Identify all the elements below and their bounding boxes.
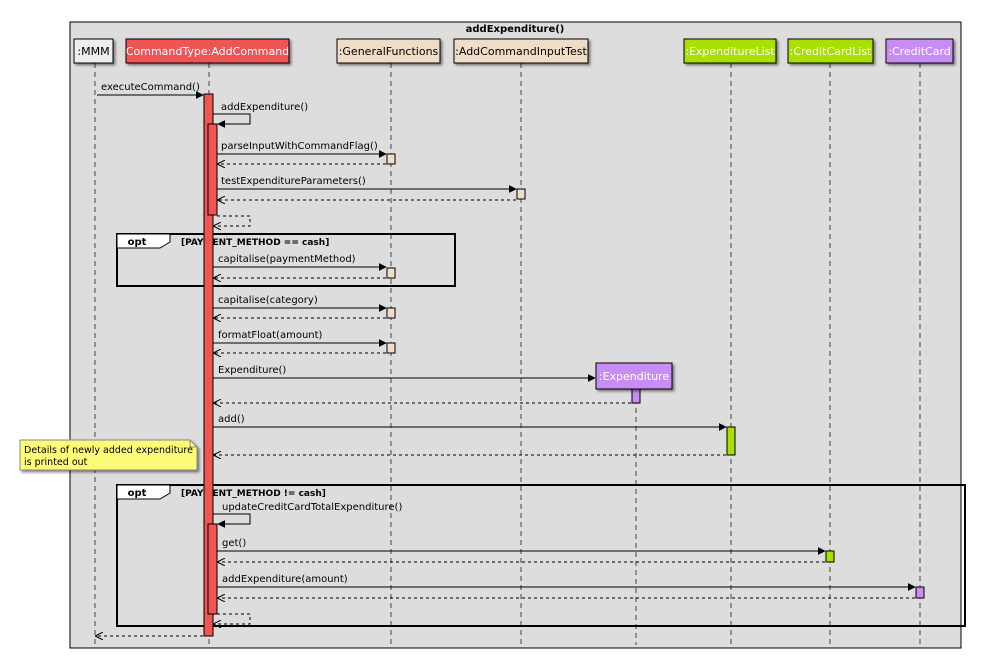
opt-fragment-not-cash-label: opt bbox=[128, 488, 147, 499]
message-update-cc-label: updateCreditCardTotalExpenditure() bbox=[222, 502, 402, 513]
message-add-label: add() bbox=[218, 414, 245, 425]
activation-gf-capitalise-category bbox=[386, 307, 396, 319]
participant-add-command-input-test: :AddCommandInputTest bbox=[453, 38, 589, 64]
activation-bars bbox=[203, 93, 925, 637]
participant-credit-card-list-label: :CreditCardList bbox=[790, 45, 872, 58]
created-object-expenditure: :Expenditure bbox=[595, 362, 673, 390]
participant-add-command-input-test-label: :AddCommandInputTest bbox=[455, 45, 587, 58]
activation-gf-format-float bbox=[386, 342, 396, 354]
activation-cmd-add-expenditure bbox=[207, 123, 218, 216]
participant-credit-card-list: :CreditCardList bbox=[787, 38, 874, 64]
message-parse-input-label: parseInputWithCommandFlag() bbox=[221, 141, 378, 152]
opt-fragment-cash-guard: [PAYMENT_METHOD == cash] bbox=[181, 238, 329, 248]
participant-expenditure-list-label: :ExpenditureList bbox=[685, 45, 775, 58]
activation-gf-capitalise-payment bbox=[386, 267, 396, 279]
participant-add-command: CommandType:AddCommand bbox=[125, 38, 290, 64]
participant-general-functions-label: :GeneralFunctions bbox=[339, 45, 439, 58]
activation-acit-test bbox=[516, 188, 526, 200]
message-capitalise-category-label: capitalise(category) bbox=[218, 295, 318, 306]
diagram-title: addExpenditure() bbox=[466, 24, 565, 35]
message-capitalise-payment-label: capitalise(paymentMethod) bbox=[218, 254, 356, 265]
message-get-label: get() bbox=[222, 538, 246, 549]
participant-general-functions: :GeneralFunctions bbox=[336, 38, 441, 64]
activation-cc-add-expenditure bbox=[915, 586, 925, 599]
participant-credit-card: :CreditCard bbox=[885, 38, 954, 64]
message-update-cc-self bbox=[213, 513, 251, 528]
message-format-float-label: formatFloat(amount) bbox=[218, 330, 323, 341]
participant-credit-card-label: :CreditCard bbox=[888, 45, 951, 58]
activation-el-add bbox=[726, 426, 736, 456]
participant-add-command-label: CommandType:AddCommand bbox=[126, 45, 289, 58]
opt-fragment-cash-label: opt bbox=[128, 237, 147, 248]
message-add-expenditure-label: addExpenditure() bbox=[221, 102, 308, 113]
note-printed-out: Details of newly added expenditure is pr… bbox=[19, 439, 198, 471]
message-execute-command-label: executeCommand() bbox=[101, 82, 200, 93]
message-add-expenditure-self bbox=[213, 113, 251, 128]
activation-cmd-update-cc bbox=[207, 523, 218, 615]
activation-ccl-get bbox=[825, 550, 835, 563]
participant-mmm-label: :MMM bbox=[77, 45, 109, 58]
message-add-expenditure-amount-label: addExpenditure(amount) bbox=[222, 574, 348, 585]
messages: executeCommand() addExpenditure() parseI… bbox=[96, 82, 916, 636]
activation-cmd-main bbox=[203, 93, 214, 637]
created-object-expenditure-label: :Expenditure bbox=[599, 370, 669, 383]
opt-fragment-not-cash-guard: [PAYMENT_METHOD != cash] bbox=[181, 489, 326, 499]
message-expenditure-constructor-label: Expenditure() bbox=[218, 365, 286, 376]
return-add-expenditure-self bbox=[214, 215, 251, 226]
activation-exp-constructor bbox=[631, 388, 641, 404]
participant-expenditure-list: :ExpenditureList bbox=[683, 38, 777, 64]
note-line-1: Details of newly added expenditure bbox=[24, 445, 193, 456]
message-test-params-label: testExpenditureParameters() bbox=[221, 176, 366, 187]
participant-mmm: :MMM bbox=[73, 38, 114, 64]
opt-fragment-cash: opt [PAYMENT_METHOD == cash] bbox=[116, 233, 456, 287]
note-line-2: is printed out bbox=[24, 457, 88, 468]
activation-gf-parse bbox=[386, 153, 396, 165]
opt-fragment-not-cash: opt [PAYMENT_METHOD != cash] bbox=[116, 484, 966, 627]
return-update-cc-self bbox=[214, 613, 251, 624]
